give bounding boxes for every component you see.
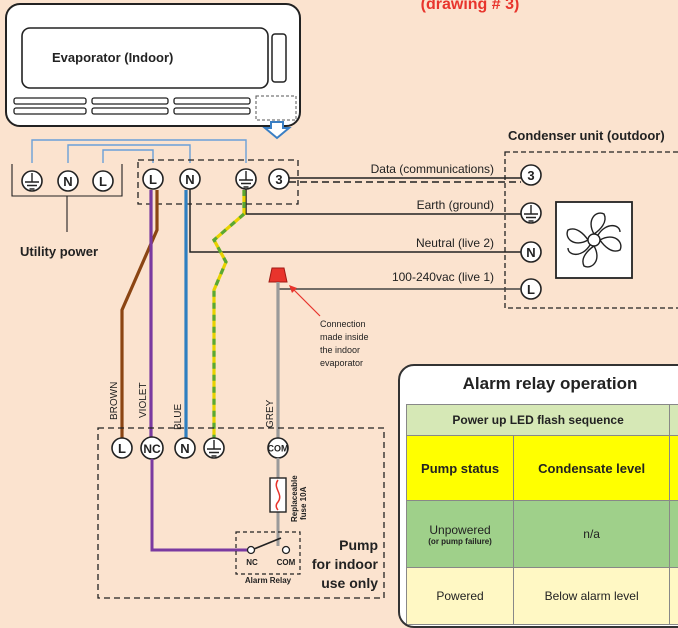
level-cell: n/a [514,501,670,568]
alarm-relay-label: Alarm Relay [245,576,292,585]
wire-color-violet: VIOLET [138,382,149,418]
pump-terminal-n: N [175,438,195,458]
relay-nc-label: NC [246,558,258,567]
level-cell: Below alarm level [514,568,670,625]
violet-internal-wire [152,459,248,550]
condenser-terminal-earth [521,203,541,223]
svg-text:L: L [99,174,107,189]
svg-text:3: 3 [275,172,282,187]
condenser-terminal-3: 3 [521,165,541,185]
col-extra [670,436,678,501]
wire-color-blue: BLUE [173,404,184,430]
indoor-terminal-l: L [143,169,163,189]
svg-text:use only: use only [321,575,378,591]
evaporator-label: Evaporator (Indoor) [52,50,173,65]
led-indicator-cell [670,405,678,436]
svg-text:N: N [180,441,189,456]
pump-terminal-l: L [112,438,132,458]
wire-label-neutral: Neutral (live 2) [416,236,494,250]
svg-text:evaporator: evaporator [320,358,363,368]
svg-text:N: N [63,174,72,189]
fuse-icon [270,478,286,512]
pump-terminal-com: COM [268,438,289,458]
wire-label-data: Data (communications) [371,162,494,176]
col-pump-status: Pump status [407,436,514,501]
red-connector-icon [269,268,287,282]
utility-terminal-n: N [58,171,78,191]
relay-com-label: COM [277,558,296,567]
pump-terminal-nc: NC [141,437,163,459]
alarm-relay-operation-panel: Alarm relay operation Power up LED flash… [398,364,678,628]
indoor-terminal-earth [236,169,256,189]
table-row: Power up LED flash sequence [407,405,678,436]
alarm-relay-box [236,532,300,574]
drawing-number: (drawing # 3) [421,0,520,13]
svg-text:L: L [149,172,157,187]
table-row: Powered Below alarm level [407,568,678,625]
svg-text:for indoor: for indoor [312,556,379,572]
svg-text:NC: NC [143,442,161,456]
svg-text:made inside: made inside [320,332,369,342]
utility-power-label: Utility power [20,244,98,259]
utility-terminal-earth [22,171,42,191]
evaporator-unit: Evaporator (Indoor) [6,4,300,126]
condenser-label: Condenser unit (outdoor) [508,128,665,143]
pump-box [98,428,384,598]
wire-label-live: 100-240vac (live 1) [392,270,494,284]
condenser-terminal-l: L [521,279,541,299]
table-row: Pump status Condensate level [407,436,678,501]
status-cell: Unpowered (or pump failure) [407,501,514,568]
utility-terminal-l: L [93,171,113,191]
led-flash-header: Power up LED flash sequence [407,405,670,436]
pump-terminal-earth [204,438,224,458]
wire-label-earth: Earth (ground) [417,198,494,212]
table-row: Unpowered (or pump failure) n/a [407,501,678,568]
status-cell: Powered [407,568,514,625]
svg-text:N: N [185,172,194,187]
wire-color-grey: GREY [265,399,276,428]
alarm-panel-title: Alarm relay operation [400,374,678,394]
indoor-terminal-n: N [180,169,200,189]
pump-label: Pump for indoor use only [312,537,379,591]
connection-note: Connection made inside the indoor evapor… [320,319,369,368]
indoor-terminal-3: 3 [269,169,289,189]
fuse-label-2: fuse 10A [299,486,308,520]
condenser-terminal-n: N [521,242,541,262]
svg-text:the indoor: the indoor [320,345,360,355]
alarm-table: Power up LED flash sequence Pump status … [406,404,678,625]
svg-text:COM: COM [268,444,289,454]
svg-text:3: 3 [527,168,534,183]
wire-color-brown: BROWN [109,382,120,420]
fan-icon [556,202,632,278]
svg-text:L: L [527,282,535,297]
svg-text:N: N [526,245,535,260]
svg-text:L: L [118,441,126,456]
svg-text:Connection: Connection [320,319,366,329]
svg-text:Pump: Pump [339,537,378,553]
fuse-label-1: Replaceable [290,475,299,522]
earth-wire-yellow [214,190,244,438]
col-condensate-level: Condensate level [514,436,670,501]
